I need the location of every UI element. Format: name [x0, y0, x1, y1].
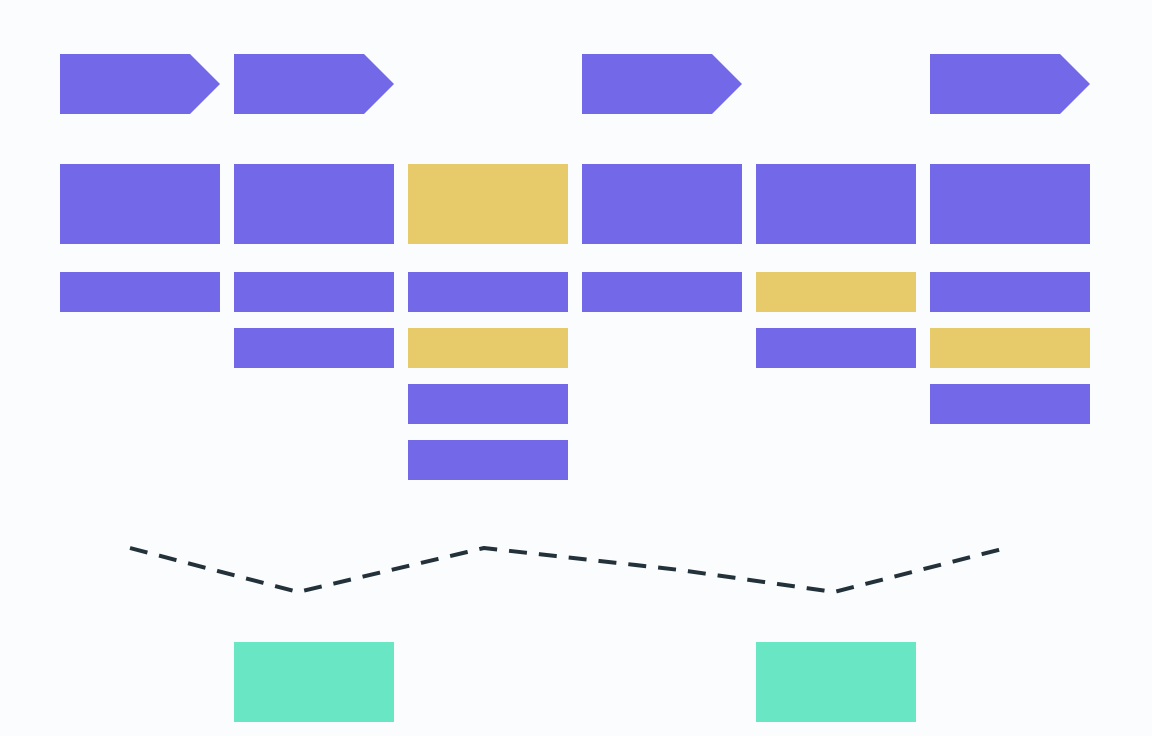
activity-bar	[408, 328, 568, 368]
activity-bar	[930, 272, 1090, 312]
stage-card	[60, 164, 220, 244]
activity-bar	[582, 272, 742, 312]
phase-arrow	[582, 54, 742, 114]
phase-arrow	[234, 54, 394, 114]
opportunity-box	[756, 642, 916, 722]
stage-card	[408, 164, 568, 244]
activity-bar	[930, 384, 1090, 424]
phase-arrow	[930, 54, 1090, 114]
activity-bar	[930, 328, 1090, 368]
activity-bar	[408, 440, 568, 480]
activity-bar	[60, 272, 220, 312]
activity-bar	[756, 328, 916, 368]
stage-card	[756, 164, 916, 244]
activity-bar	[756, 272, 916, 312]
activity-bar	[234, 272, 394, 312]
emotion-curve-line	[129, 546, 1007, 594]
stage-card	[234, 164, 394, 244]
activity-bar	[234, 328, 394, 368]
phase-arrow	[60, 54, 220, 114]
stage-card	[930, 164, 1090, 244]
opportunity-box	[234, 642, 394, 722]
stage-card	[582, 164, 742, 244]
activity-bar	[408, 272, 568, 312]
activity-bar	[408, 384, 568, 424]
